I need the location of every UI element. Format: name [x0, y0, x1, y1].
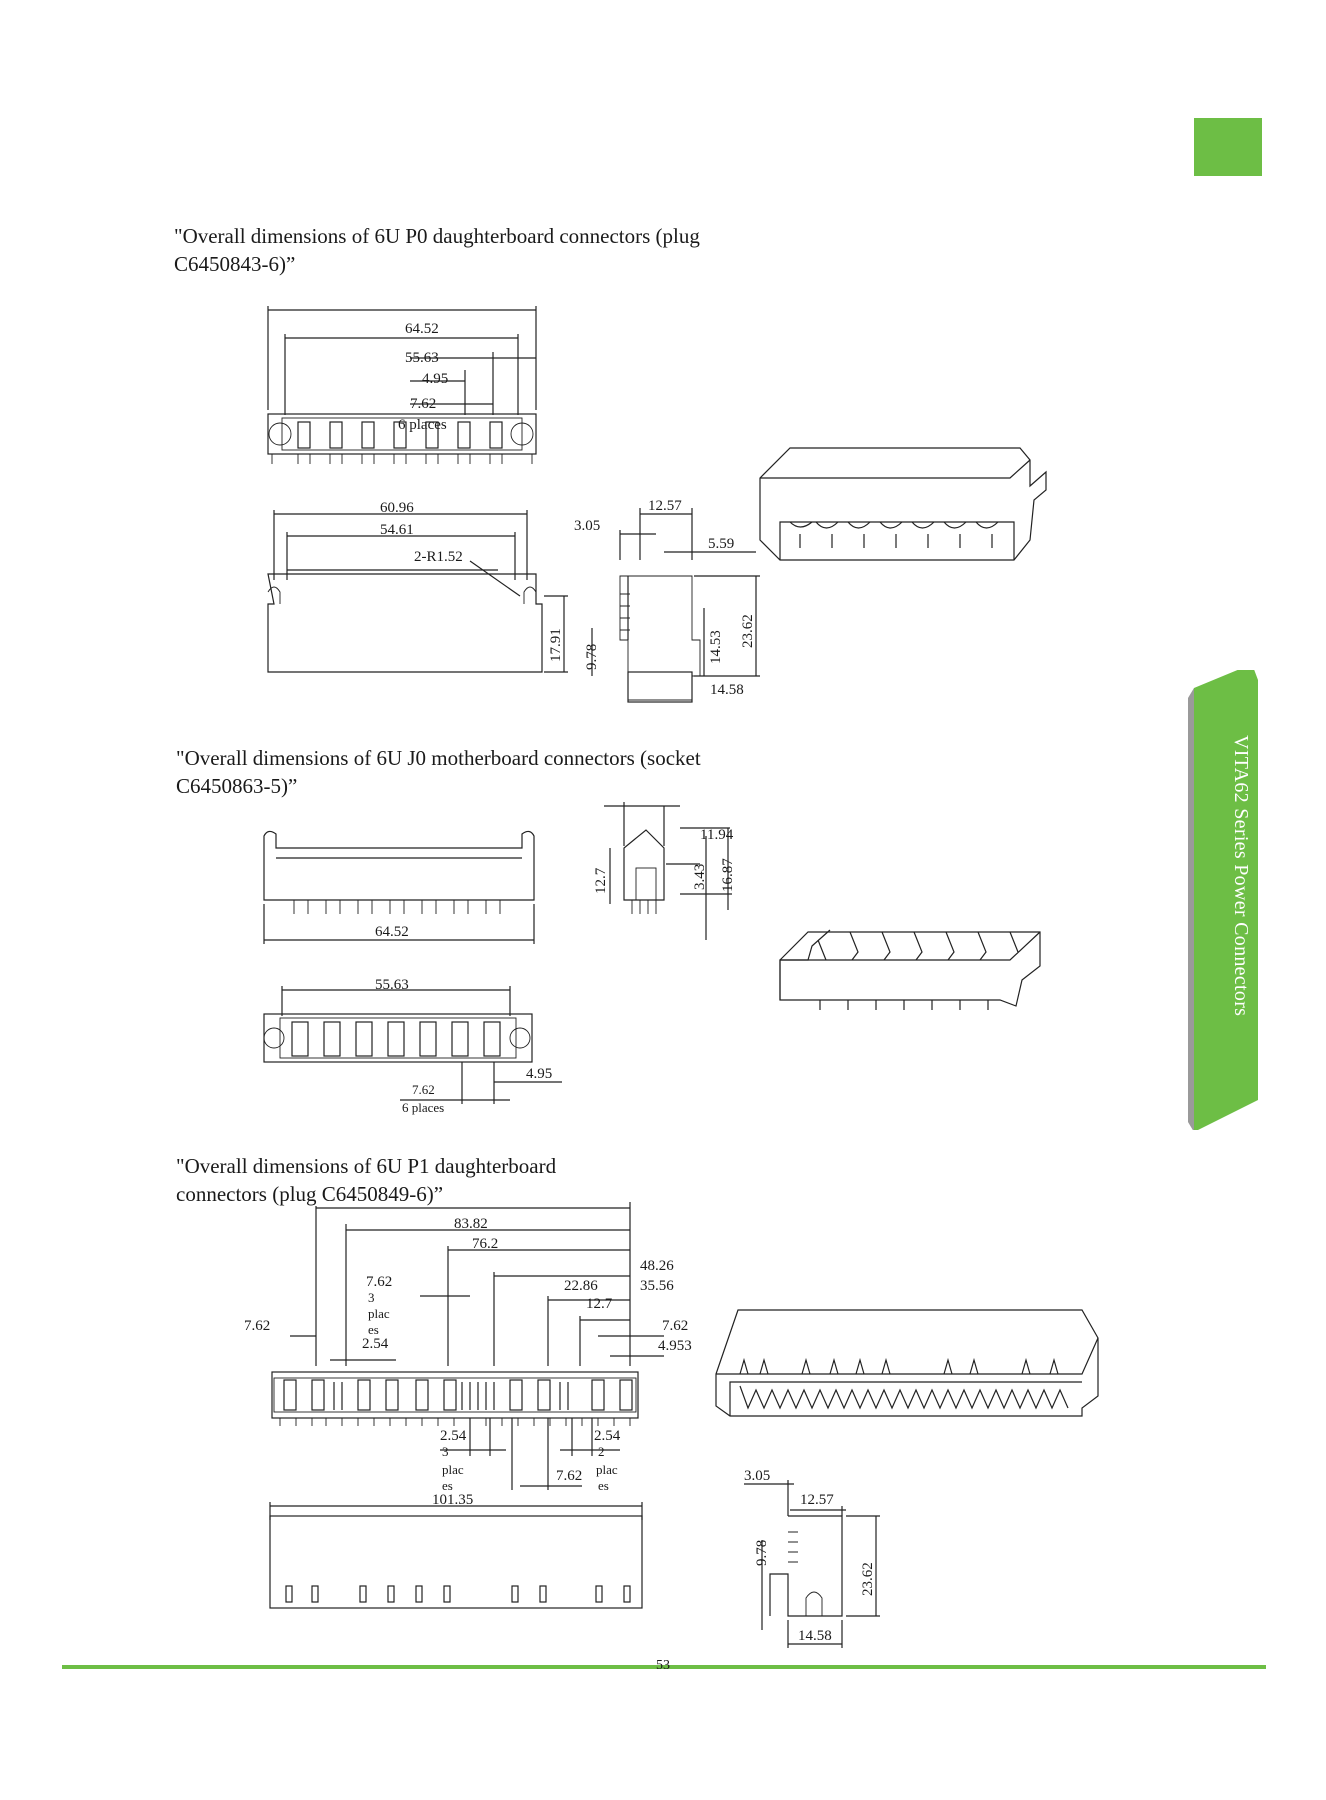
dim-label: 12.57 [648, 498, 682, 514]
dim-label: 83.82 [454, 1216, 488, 1232]
dim-label: 55.63 [375, 977, 409, 993]
dim-label: 76.2 [472, 1236, 498, 1252]
corner-accent-block [1194, 118, 1262, 176]
dim-label: 4.95 [526, 1066, 552, 1082]
dim-label: 22.86 [564, 1278, 598, 1294]
dim-label: 12.7 [586, 1296, 613, 1312]
dim-label: 11.94 [700, 827, 734, 843]
dim-label: 6 places [398, 417, 447, 433]
side-banner [1188, 670, 1264, 1130]
side-banner-text: VITA62 Series Power Connectors [1230, 735, 1252, 1017]
dim-label: 64.52 [405, 321, 439, 337]
dim-label: plac [442, 1462, 464, 1477]
dim-label: 101.35 [432, 1492, 473, 1508]
section-2-title: "Overall dimensions of 6U J0 motherboard… [176, 746, 701, 798]
section-1-title: "Overall dimensions of 6U P0 daughterboa… [174, 224, 700, 276]
dim-label: 7.62 [410, 396, 436, 412]
dim-label: plac [368, 1306, 390, 1321]
dim-label: 23.62 [740, 614, 756, 648]
p1-front-view [269, 1502, 643, 1609]
dim-label: 12.7 [593, 867, 609, 894]
dim-label: es [598, 1478, 609, 1493]
dim-label: 2-R1.52 [414, 549, 463, 565]
dim-label: 12.57 [800, 1492, 834, 1508]
dim-label: 35.56 [640, 1278, 674, 1294]
dim-label: 2 [598, 1444, 605, 1459]
p0-isometric-view [759, 447, 1047, 561]
p0-side-view: 12.57 3.05 5.59 9.78 14.53 23.62 14.58 [574, 498, 760, 703]
dim-label: 7.62 [556, 1468, 582, 1484]
section-3-title: "Overall dimensions of 6U P1 daughterboa… [176, 1154, 557, 1206]
p1-side-view: 3.05 12.57 9.78 23.62 14.58 [744, 1468, 880, 1648]
dim-label: 54.61 [380, 522, 414, 538]
dim-label: 48.26 [640, 1258, 674, 1274]
dim-label: 64.52 [375, 924, 409, 940]
dim-label: 3.05 [744, 1468, 770, 1484]
dim-label: 3.05 [574, 518, 600, 534]
p1-isometric-view [715, 1309, 1099, 1417]
dim-label: es [368, 1322, 379, 1337]
j0-isometric-view [779, 929, 1041, 1010]
p0-front-view: 60.96 54.61 2-R1.52 17.91 [267, 500, 568, 673]
dim-label: 7.62 [412, 1082, 435, 1097]
dim-label: 4.953 [658, 1338, 692, 1354]
dim-label: 6 places [402, 1100, 444, 1115]
dim-label: 60.96 [380, 500, 414, 516]
dim-label: 3.43 [692, 864, 708, 890]
dim-label: 7.62 [366, 1274, 392, 1290]
dim-label: 2.54 [362, 1336, 389, 1352]
j0-side-view: 12.7 11.94 3.43 16.87 [593, 802, 736, 940]
dim-label: 2.54 [440, 1428, 467, 1444]
footer-rule [62, 1665, 1266, 1669]
dim-label: 2.54 [594, 1428, 621, 1444]
dim-label: 14.58 [710, 682, 744, 698]
dim-label: 55.63 [405, 350, 439, 366]
dim-label: 16.87 [720, 858, 736, 892]
dim-label: 5.59 [708, 536, 734, 552]
dim-label: 9.78 [584, 644, 600, 670]
j0-top-view: 55.63 4.95 7.62 6 places [263, 977, 562, 1115]
dim-label: 14.53 [708, 630, 724, 664]
dim-label: 4.95 [422, 371, 448, 387]
dim-label: 9.78 [754, 1540, 770, 1566]
dim-label: 14.58 [798, 1628, 832, 1644]
dim-label: 7.62 [244, 1318, 270, 1334]
dim-label: 3 [442, 1444, 449, 1459]
dim-label: 23.62 [860, 1562, 876, 1596]
p0-top-view: 64.52 55.63 4.95 7.62 6 places [267, 306, 537, 464]
dim-label: plac [596, 1462, 618, 1477]
dim-label: es [442, 1478, 453, 1493]
p1-top-view: 83.82 76.2 48.26 35.56 22.86 12.7 7.62 4… [244, 1202, 692, 1508]
page-number: 53 [656, 1658, 670, 1673]
dim-label: 17.91 [548, 628, 564, 662]
dim-label: 7.62 [662, 1318, 688, 1334]
dim-label: 3 [368, 1290, 375, 1305]
j0-front-view: 64.52 [263, 830, 535, 944]
